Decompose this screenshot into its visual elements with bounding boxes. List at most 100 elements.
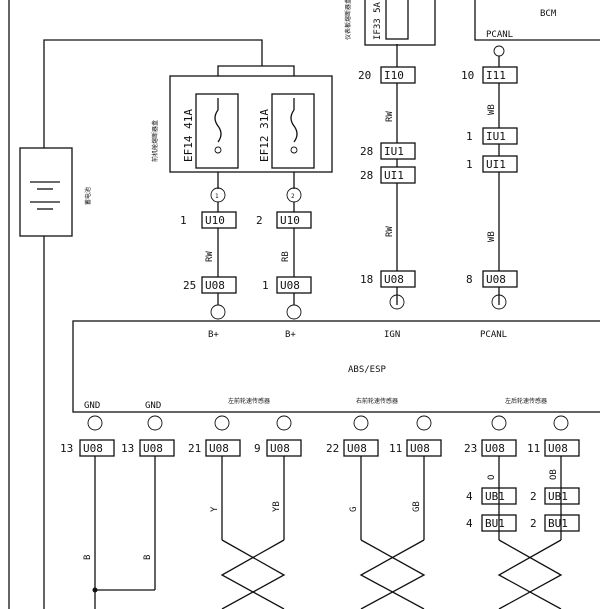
- svg-text:1: 1: [466, 158, 473, 171]
- wire-b2: B: [143, 555, 153, 560]
- svg-text:UB1: UB1: [485, 490, 505, 503]
- wire-rw-mid: RW: [385, 226, 395, 237]
- bcm-module: BCM PCANL: [474, 0, 600, 57]
- pin-gnd-2: GND: [145, 401, 161, 411]
- battery-feed-wire: [43, 39, 263, 609]
- pin-pcanl: PCANL: [480, 330, 507, 340]
- svg-text:BU1: BU1: [548, 517, 568, 530]
- terminal-circle: [493, 45, 505, 57]
- pin-ign: IGN: [384, 330, 400, 340]
- svg-text:2: 2: [256, 214, 263, 227]
- abs-esp-module: B+ B+ IGN PCANL ABS/ESP GND GND 左前轮速传感器 …: [72, 320, 600, 413]
- wire-o: O: [487, 475, 497, 480]
- connector-u08-25: U08 25: [183, 276, 237, 294]
- wire-rb: RB: [281, 251, 291, 262]
- svg-text:UI1: UI1: [384, 169, 404, 182]
- front-fuse-box: 前机舱熔断器盒 EF14 41A EF12 31A: [151, 65, 333, 173]
- sensor-left-front: 左前轮速传感器: [228, 397, 270, 405]
- svg-text:U08: U08: [485, 442, 505, 455]
- battery: 蓄电池: [19, 147, 92, 237]
- wire-g: G: [349, 507, 359, 512]
- svg-text:U08: U08: [548, 442, 568, 455]
- fuse-if33-label: IF33 5A: [373, 1, 383, 40]
- svg-text:18: 18: [360, 273, 373, 286]
- pcanl-top-label: PCANL: [486, 30, 513, 40]
- svg-text:U08: U08: [205, 279, 225, 292]
- svg-text:4: 4: [466, 517, 473, 530]
- svg-text:9: 9: [254, 442, 261, 455]
- front-fuse-box-label: 前机舱熔断器盒: [151, 120, 159, 162]
- wire-rw-top: RW: [385, 111, 395, 122]
- svg-text:BU1: BU1: [485, 517, 505, 530]
- connector-iu1-1: IU1 1: [466, 127, 518, 145]
- connector-u08-1: U08 1: [262, 276, 312, 294]
- connector-u08-8: U08 8: [466, 270, 518, 288]
- svg-text:1: 1: [180, 214, 187, 227]
- wire-wb-mid: WB: [487, 231, 497, 242]
- svg-text:20: 20: [358, 69, 371, 82]
- fuse-ef14: EF14 41A: [182, 109, 195, 162]
- sensor-left-rear: 左后轮速传感器: [505, 397, 547, 405]
- svg-text:28: 28: [360, 145, 373, 158]
- bottom-terminals: [87, 415, 569, 431]
- svg-text:U08: U08: [143, 442, 163, 455]
- connector-i11: I11 10: [461, 66, 518, 84]
- svg-text:U08: U08: [209, 442, 229, 455]
- connector-u10-b: U10 2: [256, 211, 312, 229]
- abs-esp-title: ABS/ESP: [348, 365, 387, 375]
- svg-text:1: 1: [262, 279, 269, 292]
- connector-u08-18: U08 18: [360, 270, 416, 288]
- terminal-2-label: 2: [291, 193, 295, 200]
- connector-ui1-28: UI1 28: [360, 166, 416, 184]
- svg-text:21: 21: [188, 442, 201, 455]
- svg-text:U08: U08: [347, 442, 367, 455]
- svg-text:I10: I10: [384, 69, 404, 82]
- pin-gnd-1: GND: [84, 401, 100, 411]
- wire-y: Y: [210, 506, 220, 512]
- svg-text:I11: I11: [486, 69, 506, 82]
- svg-text:1: 1: [466, 130, 473, 143]
- instrument-fuse-box: 仪表板熔断器盒 IF33 5A: [344, 0, 436, 46]
- svg-text:11: 11: [527, 442, 540, 455]
- fuse-box-cn-label: 仪表板熔断器盒: [344, 0, 352, 40]
- svg-text:U10: U10: [205, 214, 225, 227]
- svg-text:8: 8: [466, 273, 473, 286]
- svg-text:U08: U08: [270, 442, 290, 455]
- pin-b-plus-1: B+: [208, 330, 219, 340]
- svg-text:22: 22: [326, 442, 339, 455]
- wire-b1: B: [83, 555, 93, 560]
- svg-text:IU1: IU1: [384, 145, 404, 158]
- wire-wb-top: WB: [487, 104, 497, 115]
- bottom-wires: [92, 456, 563, 609]
- svg-text:2: 2: [530, 490, 537, 503]
- wire-rw-left: RW: [205, 251, 215, 262]
- svg-text:U10: U10: [280, 214, 300, 227]
- svg-text:UB1: UB1: [548, 490, 568, 503]
- svg-text:25: 25: [183, 279, 196, 292]
- svg-text:4: 4: [466, 490, 473, 503]
- terminal-1-label: 1: [215, 193, 219, 200]
- svg-text:U08: U08: [384, 273, 404, 286]
- connector-i10: I10 20: [358, 66, 416, 84]
- connector-iu1-28: IU1 28: [360, 142, 416, 160]
- connector-u10-a: U10 1: [180, 211, 237, 229]
- wire-ob: OB: [549, 469, 559, 480]
- svg-text:U08: U08: [410, 442, 430, 455]
- svg-text:2: 2: [530, 517, 537, 530]
- svg-text:10: 10: [461, 69, 474, 82]
- svg-text:U08: U08: [83, 442, 103, 455]
- svg-text:13: 13: [121, 442, 134, 455]
- battery-label: 蓄电池: [84, 187, 92, 205]
- svg-text:28: 28: [360, 169, 373, 182]
- svg-text:13: 13: [60, 442, 73, 455]
- wire-gb: GB: [412, 501, 422, 512]
- fuse-ef12: EF12 31A: [258, 109, 271, 162]
- connector-ui1-1: UI1 1: [466, 155, 518, 173]
- wire-yb: YB: [272, 501, 282, 512]
- svg-text:11: 11: [389, 442, 402, 455]
- svg-text:U08: U08: [280, 279, 300, 292]
- sensor-right-front: 右前轮速传感器: [356, 397, 398, 405]
- pin-b-plus-2: B+: [285, 330, 296, 340]
- bcm-label: BCM: [540, 9, 557, 19]
